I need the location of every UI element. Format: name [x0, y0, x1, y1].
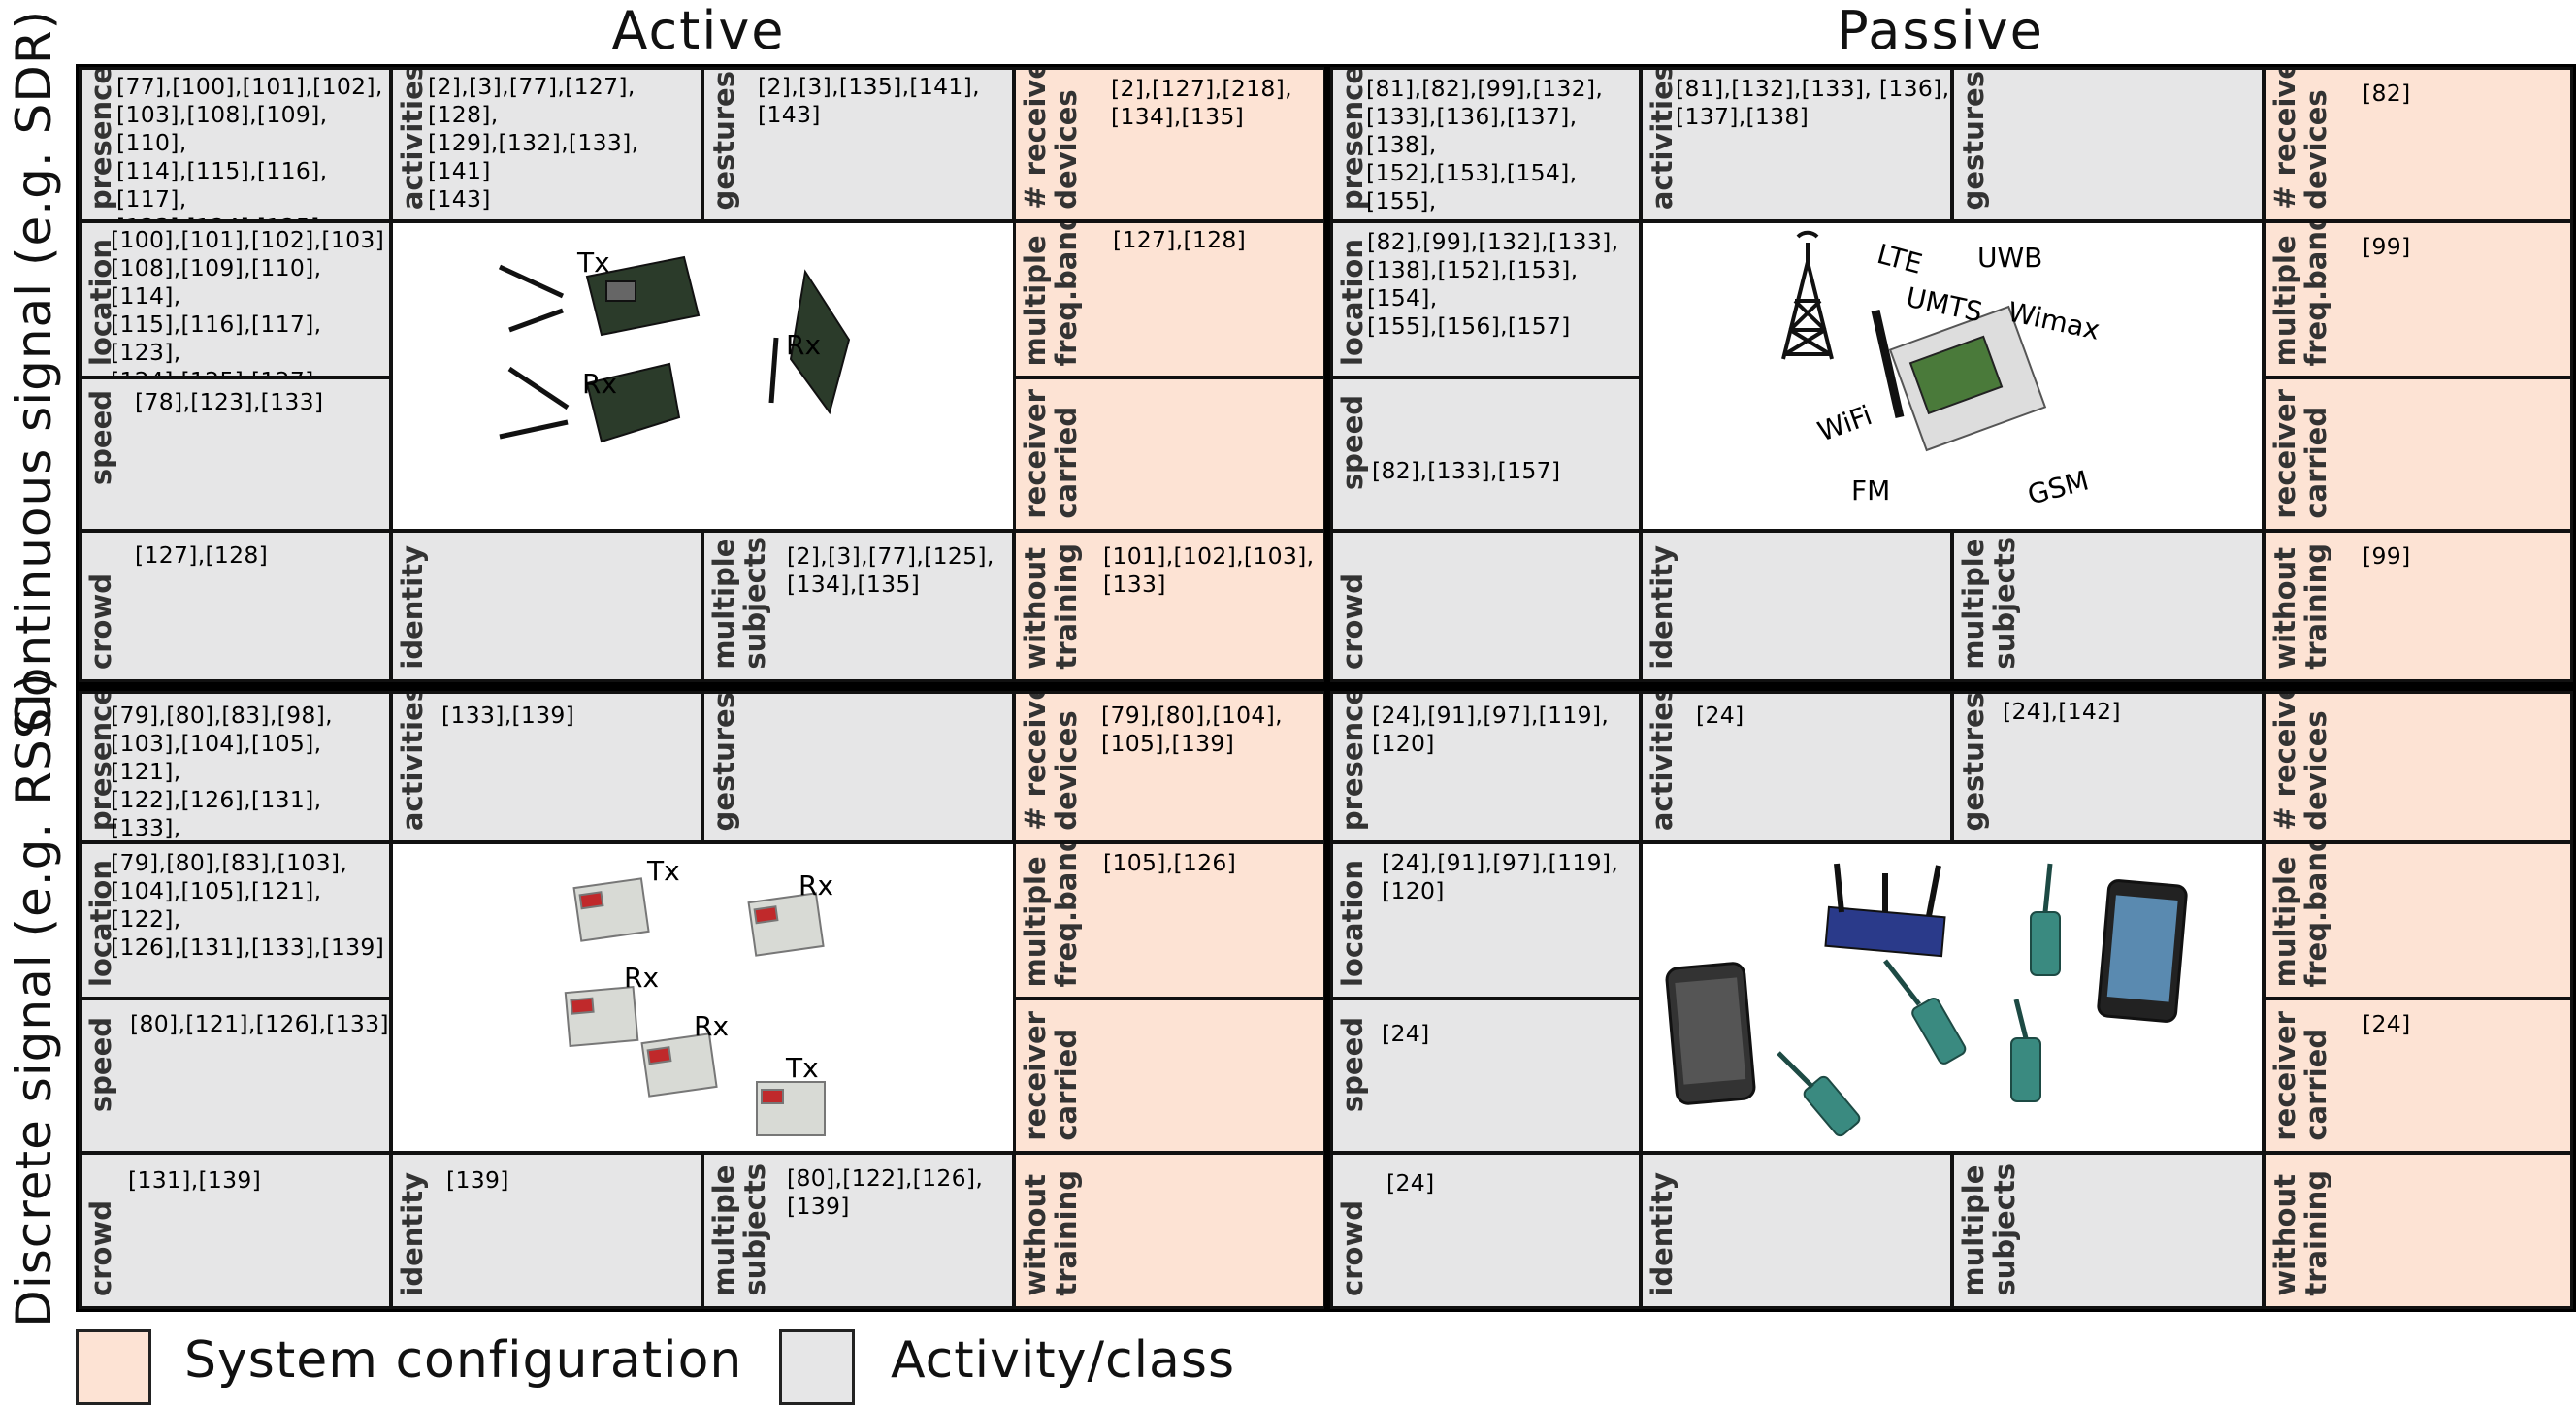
row-label-continuous: Continuous signal (e.g. SDR) — [6, 9, 62, 733]
cell-disc-passive-activities: activities [24] — [1640, 691, 1953, 843]
legend-label-system: System configuration — [184, 1331, 743, 1390]
rx-label-2: Rx — [624, 962, 659, 994]
cell-cont-active-identity: identity — [390, 530, 703, 682]
legend-swatch-activity — [779, 1329, 855, 1405]
active-passive-divider-cont — [1324, 64, 1330, 685]
gsm-label: GSM — [2024, 464, 2092, 510]
smartphone-right-icon — [2097, 879, 2188, 1023]
cell-cont-passive-gestures: gestures — [1951, 67, 2265, 222]
cell-cont-passive-location: location [82],[99],[132],[133], [138],[1… — [1330, 220, 1642, 378]
cell-disc-active-crowd: crowd [131],[139] — [79, 1152, 392, 1309]
sdr-board-tx — [498, 255, 701, 337]
illustration-sdr-passive: LTE UWB UMTS Wimax WiFi FM GSM — [1640, 220, 2265, 532]
illustration-rssi-active: Tx Rx Rx Rx Tx — [390, 841, 1016, 1154]
cell-cont-active-presence: presence [77],[100],[101],[102], [103],[… — [79, 67, 392, 222]
cell-cont-active-speed: speed [78],[123],[133] — [79, 377, 392, 532]
tx-label: Tx — [576, 246, 610, 279]
wifi-label: WiFi — [1813, 399, 1876, 447]
cell-disc-passive-crowd: crowd [24] — [1330, 1152, 1642, 1309]
fm-label: FM — [1851, 475, 1890, 507]
cell-cont-active-gestures: gestures [2],[3],[135],[141], [143] — [701, 67, 1015, 222]
cell-cont-active-activities: activities [2],[3],[77],[127],[128], [12… — [390, 67, 703, 222]
illustration-sdr-active: Tx Rx Rx — [390, 220, 1016, 532]
umts-label: UMTS — [1904, 281, 1986, 329]
cell-cont-passive-speed: speed [82],[133],[157] — [1330, 377, 1642, 532]
cell-disc-passive-speed: speed [24] — [1330, 998, 1642, 1154]
rx-label-3: Rx — [694, 1010, 729, 1042]
cell-cont-passive-crowd: crowd — [1330, 530, 1642, 682]
cell-cont-passive-activities: activities [81],[132],[133], [136], [137… — [1640, 67, 1953, 222]
wifi-router-icon — [1824, 863, 1946, 958]
row-label-discrete: Discrete signal (e.g. RSSI) — [6, 672, 62, 1327]
cell-tower-icon — [1781, 230, 1834, 360]
sdr-board-rx-right — [768, 269, 851, 415]
active-passive-divider-disc — [1324, 685, 1330, 1312]
rx-label-right: Rx — [786, 329, 821, 361]
cell-disc-active-activities: activities [133],[139] — [390, 691, 703, 843]
cell-disc-active-gestures: gestures — [701, 691, 1015, 843]
cell-disc-active-presence: presence [79],[80],[83],[98], [103],[104… — [79, 691, 392, 843]
header-active: Active — [611, 0, 786, 61]
lte-label: LTE — [1874, 238, 1926, 280]
cell-disc-passive-identity: identity — [1640, 1152, 1953, 1309]
legend-swatch-system — [76, 1329, 151, 1405]
rx-label-1: Rx — [799, 869, 833, 901]
cell-disc-passive-gestures: gestures [24],[142] — [1951, 691, 2265, 843]
cell-disc-passive-location: location [24],[91],[97],[119], [120] — [1330, 841, 1642, 999]
sdr-passive-board-icon — [1871, 305, 2047, 452]
tx-label-1: Tx — [646, 855, 680, 887]
usb-dongle-icons — [1777, 863, 2061, 1137]
cell-disc-active-identity: identity [139] — [390, 1152, 703, 1309]
cell-cont-active-location: location [100],[101],[102],[103] [108],[… — [79, 220, 392, 378]
smartphone-left-icon — [1665, 962, 1756, 1105]
rx-label-left: Rx — [582, 368, 617, 400]
cell-cont-passive-presence: presence [81],[82],[99],[132], [133],[13… — [1330, 67, 1642, 222]
cell-disc-active-speed: speed [80],[121],[126],[133] — [79, 998, 392, 1154]
cell-cont-active-crowd: crowd [127],[128] — [79, 530, 392, 682]
rssi-node-icons — [564, 877, 826, 1136]
cell-disc-passive-presence: presence [24],[91],[97],[119], [120] — [1330, 691, 1642, 843]
header-passive: Passive — [1837, 0, 2044, 61]
sdr-board-rx-left — [499, 362, 681, 443]
cell-cont-passive-identity: identity — [1640, 530, 1953, 682]
tx-label-2: Tx — [785, 1052, 819, 1084]
cell-disc-active-location: location [79],[80],[83],[103], [104],[10… — [79, 841, 392, 999]
illustration-rssi-passive — [1640, 841, 2265, 1154]
uwb-label: UWB — [1977, 242, 2042, 274]
legend-label-activity: Activity/class — [891, 1331, 1236, 1390]
